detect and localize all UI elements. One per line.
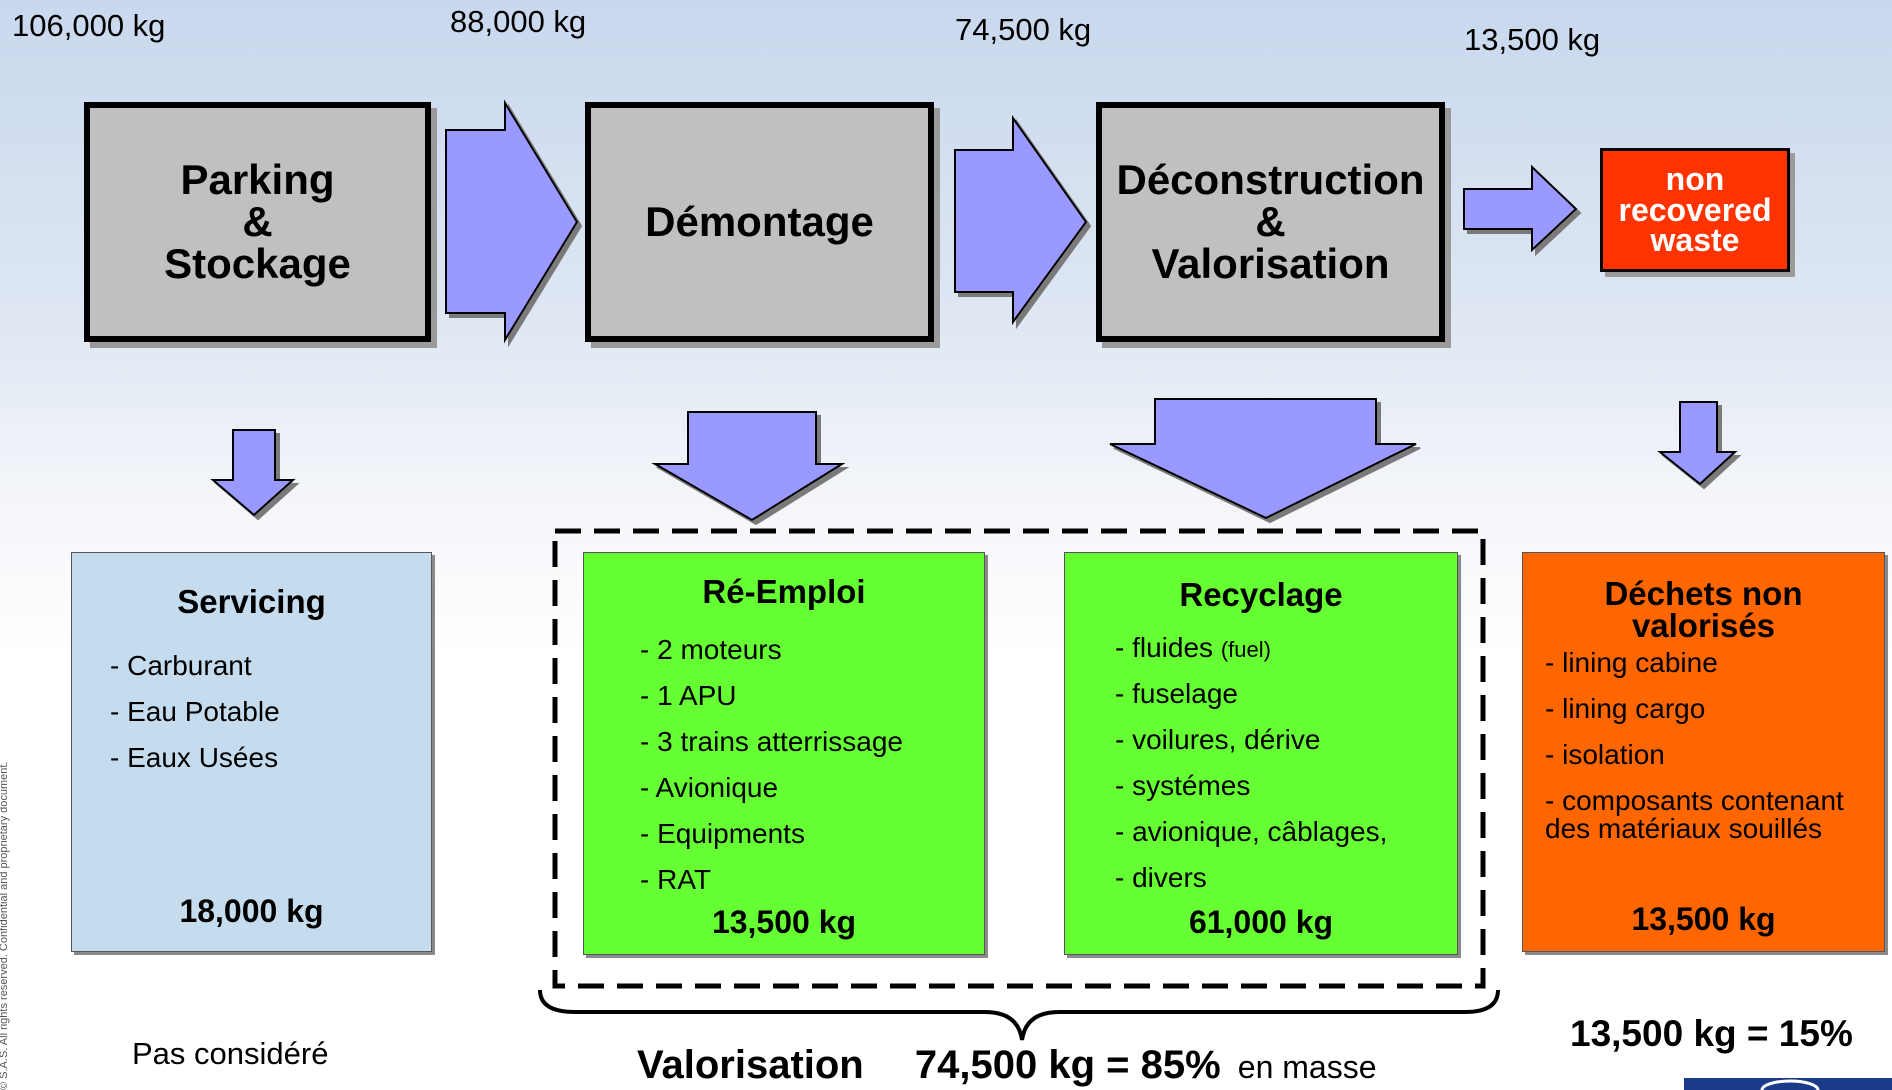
card-reemploi-total: 13,500 kg bbox=[711, 904, 857, 940]
reemploi-item: - 2 moteurs bbox=[640, 634, 782, 665]
reemploi-item: - Avionique bbox=[640, 772, 779, 803]
card-recyclage-total: 61,000 kg bbox=[1188, 904, 1334, 940]
right-arrow-3 bbox=[1463, 164, 1578, 253]
stage-parking-line1: Parking bbox=[180, 156, 335, 203]
servicing-item: - Carburant bbox=[110, 650, 252, 681]
stage-waste-line3: waste bbox=[1650, 222, 1740, 259]
stage-deconstruction-valorisation: Déconstruction & Valorisation bbox=[1096, 102, 1445, 342]
stage-deconstruction-line1: Déconstruction bbox=[1116, 156, 1425, 203]
stage-parking-stockage: Parking & Stockage bbox=[84, 102, 431, 342]
recyclage-item: - systémes bbox=[1115, 770, 1251, 801]
card-servicing: Servicing - Carburant - Eau Potable - Ea… bbox=[71, 552, 432, 952]
card-servicing-total: 18,000 kg bbox=[179, 893, 324, 929]
valorisation-summary: Valorisation 74,500 kg = 85% en masse bbox=[637, 1043, 1377, 1088]
reemploi-item: - Equipments bbox=[640, 818, 805, 849]
stage-parking-line3: Stockage bbox=[164, 240, 351, 287]
card-dechets-title-line1: Déchets non bbox=[1604, 575, 1803, 612]
stage-demontage-label: Démontage bbox=[645, 198, 874, 245]
recyclage-item: - fluides (fuel) bbox=[1115, 632, 1271, 664]
recyclage-item: - avionique, câblages, bbox=[1115, 816, 1388, 847]
reemploi-item: - 1 APU bbox=[640, 680, 737, 711]
card-dechets: Déchets non valorisés - lining cabine - … bbox=[1522, 552, 1885, 952]
card-dechets-title-line2: valorisés bbox=[1631, 607, 1776, 644]
weight-non-recovered: 13,500 kg bbox=[1464, 22, 1601, 57]
card-recyclage-title: Recyclage bbox=[1179, 576, 1343, 613]
valorisation-label: Valorisation bbox=[637, 1043, 864, 1087]
card-reemploi: Ré-Emploi - 2 moteurs - 1 APU - 3 trains… bbox=[583, 552, 985, 955]
weight-deconstruction: 74,500 kg bbox=[955, 12, 1092, 47]
down-arrow-waste bbox=[1657, 401, 1738, 486]
dechets-item: des matériaux souillés bbox=[1545, 813, 1823, 844]
stage-waste-line2: recovered bbox=[1618, 191, 1772, 228]
recyclage-item: - voilures, dérive bbox=[1115, 724, 1321, 755]
weight-parking: 106,000 kg bbox=[12, 8, 166, 43]
weight-demontage: 88,000 kg bbox=[450, 4, 587, 39]
down-arrow-reemploi bbox=[651, 411, 846, 522]
recyclage-item-fuel-note: (fuel) bbox=[1220, 637, 1271, 662]
card-reemploi-title: Ré-Emploi bbox=[702, 573, 866, 610]
stage-deconstruction-line3: Valorisation bbox=[1151, 240, 1390, 287]
recyclage-item: - divers bbox=[1115, 862, 1207, 893]
dechets-item: - lining cargo bbox=[1545, 693, 1706, 724]
dechets-item: - lining cabine bbox=[1545, 647, 1718, 678]
stage-deconstruction-line2: & bbox=[1255, 198, 1286, 245]
servicing-item: - Eau Potable bbox=[110, 696, 280, 727]
stage-non-recovered-waste: non recovered waste bbox=[1600, 148, 1790, 272]
down-arrow-servicing bbox=[210, 429, 296, 517]
card-recyclage: Recyclage - fluides (fuel) - fuselage - … bbox=[1064, 552, 1458, 955]
waste-total-summary: 13,500 kg = 15% bbox=[1570, 1013, 1853, 1054]
valorisation-dashed-frame bbox=[552, 528, 1486, 989]
valorisation-value: 74,500 kg = 85% bbox=[914, 1043, 1221, 1087]
reemploi-item: - 3 trains atterrissage bbox=[640, 726, 903, 757]
right-arrow-2 bbox=[954, 114, 1088, 326]
stage-parking-line2: & bbox=[242, 198, 273, 245]
stage-waste-line1: non bbox=[1665, 161, 1725, 198]
valorisation-brace bbox=[538, 989, 1500, 1041]
servicing-item: - Eaux Usées bbox=[110, 742, 279, 773]
card-servicing-title: Servicing bbox=[177, 583, 326, 620]
en-masse-label: en masse bbox=[1237, 1049, 1377, 1085]
dechets-item: - isolation bbox=[1545, 739, 1665, 770]
pas-considere-label: Pas considéré bbox=[132, 1036, 329, 1071]
reemploi-item: - RAT bbox=[640, 864, 712, 895]
down-arrow-recyclage bbox=[1109, 398, 1417, 520]
dechets-item: - composants contenant bbox=[1545, 785, 1844, 816]
recyclage-item-fluides: - fluides bbox=[1115, 632, 1214, 663]
copyright-notice: © S.A.S. All rights reserved. Confidenti… bbox=[0, 761, 10, 1090]
stage-demontage: Démontage bbox=[585, 102, 934, 342]
right-arrow-1 bbox=[445, 99, 579, 344]
card-dechets-total: 13,500 kg bbox=[1631, 901, 1776, 937]
recyclage-item: - fuselage bbox=[1115, 678, 1238, 709]
